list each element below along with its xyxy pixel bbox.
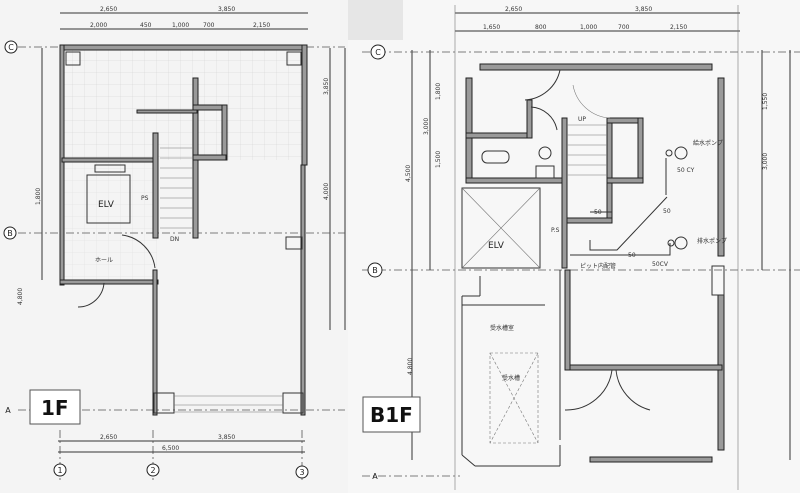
dimension-label: 2,650 <box>505 6 522 13</box>
stair-up-label: UP <box>578 116 586 123</box>
svg-text:B1F: B1F <box>370 403 413 427</box>
dimension-label: 1,650 <box>483 24 500 31</box>
hall-label: ホール <box>95 257 113 264</box>
elevator-b1f: ELV P.S <box>461 187 560 269</box>
dimension-label: 3,850 <box>323 78 330 95</box>
dimension-label: 1,000 <box>580 24 597 31</box>
dimension-label: 2,150 <box>253 22 270 29</box>
dimension-label: 4,000 <box>323 183 330 200</box>
dimension-label: 4,800 <box>407 358 414 375</box>
pipe-size-label: 50 CY <box>677 167 695 174</box>
elevator-label: ELV <box>98 200 115 210</box>
dimension-label: 1,500 <box>435 151 442 168</box>
dimension-label: 4,800 <box>17 288 24 305</box>
floor-label-1f: 1F <box>29 389 81 425</box>
grid-markers-b1f: C B A <box>367 44 386 481</box>
elevator-label: ELV <box>488 241 505 251</box>
pipe-shaft-label: PS <box>141 195 149 202</box>
dimension-lines-top: 2,650 3,850 2,000 450 1,000 700 2,150 <box>60 6 308 30</box>
dimension-label: 1,800 <box>35 188 42 205</box>
dimension-label: 3,000 <box>423 118 430 135</box>
dimension-label: 2,000 <box>90 22 107 29</box>
walls-b1f <box>461 63 725 467</box>
svg-text:1: 1 <box>57 466 62 475</box>
svg-text:A: A <box>5 406 11 415</box>
svg-text:A: A <box>372 472 378 481</box>
pipe-size-label: 50 <box>594 209 602 216</box>
svg-text:3: 3 <box>299 468 304 477</box>
dimension-label: 450 <box>140 22 152 29</box>
dimension-lines-top-b1f: 2,650 3,850 1,650 800 1,000 700 2,150 <box>455 6 740 32</box>
drain-pump-label: 排水ポンプ <box>697 237 727 245</box>
dimension-label: 3,850 <box>635 6 652 13</box>
dimension-label: 3,000 <box>762 153 769 170</box>
dimension-label: 2,650 <box>100 434 117 441</box>
dimension-label: 700 <box>618 24 630 31</box>
svg-text:1F: 1F <box>41 396 69 420</box>
dimension-label: 800 <box>535 24 547 31</box>
dimension-label: 1,550 <box>762 93 769 110</box>
water-pump-label: 給水ポンプ <box>693 139 723 147</box>
toilet-icon <box>535 165 555 179</box>
svg-text:2: 2 <box>150 466 155 475</box>
elevator-1f: ELV <box>86 164 131 224</box>
dimension-lines-bottom: 2,650 3,850 6,500 <box>58 434 305 453</box>
pipe-size-label: 50 <box>628 252 636 259</box>
plan-b1f: 2,650 3,850 1,650 800 1,000 700 2,150 1,… <box>348 0 800 493</box>
plan-1f: 2,650 3,850 2,000 450 1,000 700 2,150 1,… <box>0 0 348 493</box>
dimension-label: 2,150 <box>670 24 687 31</box>
dimension-label: 4,500 <box>405 165 412 182</box>
pipe-size-label: 50 <box>663 208 671 215</box>
svg-text:B: B <box>372 266 378 275</box>
dimension-label: 3,850 <box>218 434 235 441</box>
drain-icon <box>538 146 552 160</box>
dimension-label: 700 <box>203 22 215 29</box>
dimension-label: 2,650 <box>100 6 117 13</box>
pit-piping-label: ピット内配管 <box>580 262 616 270</box>
piping: 50 CY 50 50 50 50CV ピット内配管 給水ポンプ 排水ポンプ <box>570 139 727 270</box>
pipe-size-label: 50CV <box>652 261 669 268</box>
svg-text:受水槽: 受水槽 <box>502 374 520 382</box>
dimension-label: 6,500 <box>162 445 179 452</box>
floor-label-b1f: B1F <box>362 396 421 433</box>
svg-text:B: B <box>7 229 13 238</box>
staircase-1f: DN PS <box>141 147 193 243</box>
dimension-label: 3,850 <box>218 6 235 13</box>
staircase-b1f: UP <box>567 116 607 176</box>
dimension-label: 1,000 <box>172 22 189 29</box>
pipe-shaft-label: P.S <box>551 227 560 234</box>
svg-text:C: C <box>8 43 14 52</box>
bathtub-icon <box>481 150 510 164</box>
stair-down-label: DN <box>170 236 179 243</box>
walls-1f <box>59 44 308 416</box>
grid-markers-1f: C B A 1 2 3 <box>3 40 309 479</box>
svg-text:受水槽室: 受水槽室 <box>490 324 514 332</box>
tank-room: 受水槽室 受水槽 <box>489 324 539 444</box>
svg-text:C: C <box>375 48 381 57</box>
dimension-label: 1,800 <box>435 83 442 100</box>
